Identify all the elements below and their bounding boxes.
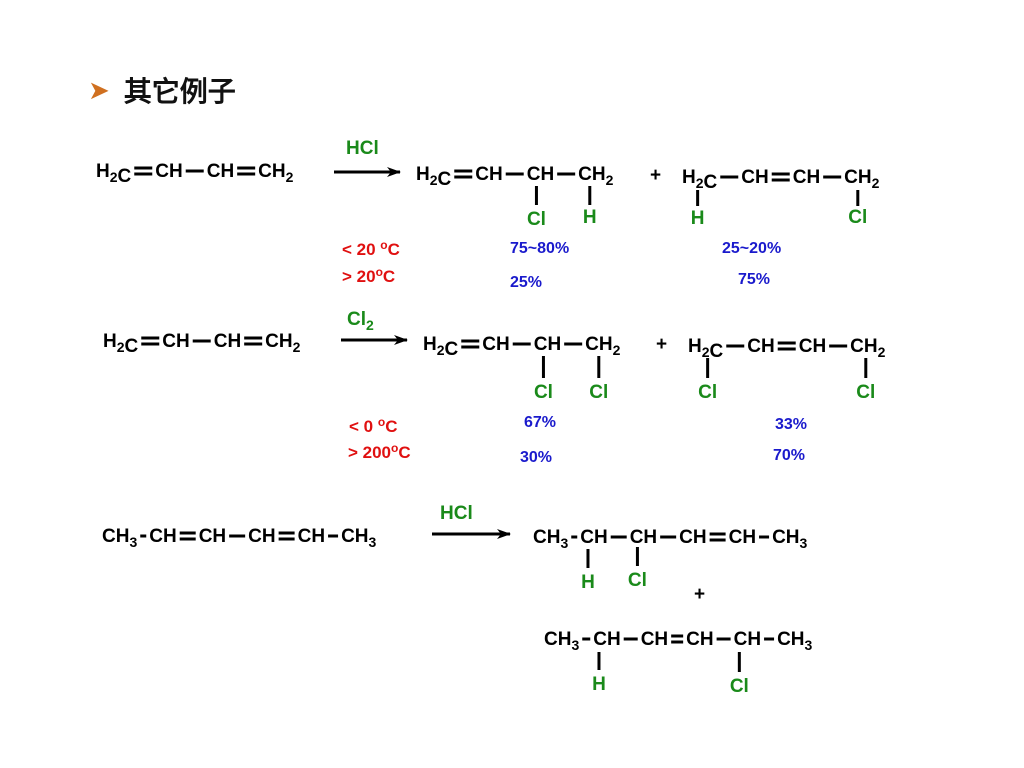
- plus-sign: +: [656, 334, 667, 355]
- plus-sign: +: [650, 165, 661, 186]
- group-g3: CH: [799, 336, 826, 357]
- group-g1: H2C: [416, 164, 452, 190]
- group-g2: CH: [482, 334, 509, 355]
- group-g1: H2C: [96, 161, 132, 187]
- group-g2: CH: [747, 336, 774, 357]
- group-g1: H2C: [688, 336, 724, 362]
- yield-label: 70%: [773, 447, 805, 464]
- group-g2: CH: [475, 164, 502, 185]
- page-title: 其它例子: [123, 75, 236, 108]
- group-g6: CH3: [777, 629, 812, 653]
- reagent-label: Cl2: [347, 309, 374, 333]
- group-g4: CH2: [265, 331, 300, 355]
- plus-sign: +: [694, 584, 705, 605]
- yield-label: 67%: [524, 414, 556, 431]
- yield-label: 75~80%: [510, 240, 569, 257]
- group-g2: CH: [155, 161, 182, 182]
- yield-label: 25%: [510, 274, 542, 291]
- group-g4: CH2: [850, 336, 885, 360]
- group-g4: CH2: [844, 167, 879, 191]
- reagent-label: HCl: [440, 503, 473, 524]
- group-g6: CH3: [772, 527, 807, 551]
- group-g5: CH: [729, 527, 756, 548]
- group-g4: CH: [248, 526, 275, 547]
- group-g3: CH: [641, 629, 668, 650]
- group-g4: CH: [679, 527, 706, 548]
- substituent: H: [691, 208, 705, 229]
- yield-label: 75%: [738, 271, 770, 288]
- title-row: ➤ 其它例子: [88, 70, 236, 110]
- group-g4: CH2: [585, 334, 620, 358]
- group-g4: CH2: [258, 161, 293, 185]
- yield-label: 33%: [775, 416, 807, 433]
- group-g4: CH: [686, 629, 713, 650]
- group-g1: CH3: [102, 526, 137, 550]
- substituent: Cl: [848, 207, 867, 228]
- substituent: Cl: [856, 382, 875, 403]
- group-g1: H2C: [423, 334, 459, 360]
- yield-label: 30%: [520, 449, 552, 466]
- group-g3: CH: [527, 164, 554, 185]
- substituent: H: [592, 674, 606, 695]
- arrow-bullet-icon: ➤: [88, 75, 110, 105]
- group-g3: CH: [534, 334, 561, 355]
- group-g2: CH: [593, 629, 620, 650]
- substituent: Cl: [628, 570, 647, 591]
- substituent: Cl: [527, 209, 546, 230]
- substituent: Cl: [698, 382, 717, 403]
- group-g3: CH: [793, 167, 820, 188]
- group-g1: CH3: [533, 527, 568, 551]
- yield-label: 25~20%: [722, 240, 781, 257]
- group-g1: CH3: [544, 629, 579, 653]
- condition-label: < 20 oC: [342, 238, 400, 259]
- group-g3: CH: [214, 331, 241, 352]
- group-g4: CH2: [578, 164, 613, 188]
- substituent: Cl: [534, 382, 553, 403]
- condition-label: < 0 oC: [349, 415, 397, 436]
- group-g3: CH: [207, 161, 234, 182]
- condition-label: > 20oC: [342, 265, 395, 286]
- group-g2: CH: [162, 331, 189, 352]
- group-g5: CH: [734, 629, 761, 650]
- substituent: Cl: [589, 382, 608, 403]
- group-g6: CH3: [341, 526, 376, 550]
- group-g2: CH: [741, 167, 768, 188]
- reagent-label: HCl: [346, 138, 379, 159]
- condition-label: > 200oC: [348, 441, 411, 462]
- group-g1: H2C: [682, 167, 718, 193]
- substituent: H: [583, 207, 597, 228]
- group-g5: CH: [298, 526, 325, 547]
- group-g2: CH: [149, 526, 176, 547]
- group-g3: CH: [630, 527, 657, 548]
- group-g1: H2C: [103, 331, 139, 357]
- group-g2: CH: [580, 527, 607, 548]
- substituent: H: [581, 572, 595, 593]
- substituent: Cl: [730, 676, 749, 697]
- group-g3: CH: [199, 526, 226, 547]
